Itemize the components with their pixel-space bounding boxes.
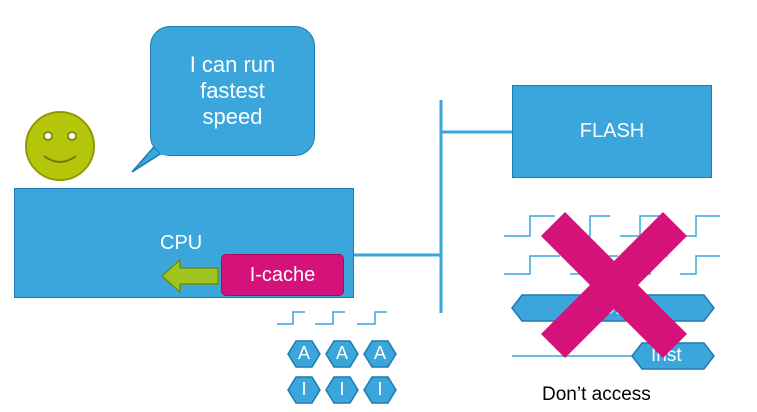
hex-a-label: A: [373, 343, 386, 363]
cross-icon: [540, 211, 688, 359]
hex-a-label: A: [335, 343, 348, 363]
hex-a-label: A: [297, 343, 310, 363]
hex-i-label: I: [339, 379, 345, 399]
speech-bubble-seam: [160, 150, 184, 155]
left-arrow-icon: [160, 258, 219, 294]
hex-row-a: [287, 340, 397, 368]
hex-i-label: I: [377, 379, 383, 399]
flash-block: FLASH: [512, 85, 712, 178]
smiley-icon: [25, 111, 95, 181]
inst-bus-band: [512, 342, 715, 370]
hex-i-label: I: [301, 379, 307, 399]
hex-row-i: [287, 376, 397, 404]
speech-bubble: I can run fastest speed: [150, 26, 315, 156]
cpu-clock-waveform: [277, 311, 387, 325]
cpu-label: CPU: [160, 232, 203, 254]
bus-lines: [354, 100, 512, 313]
icache-block: I-cache: [221, 254, 344, 296]
caption: Don’t access: [542, 384, 651, 405]
